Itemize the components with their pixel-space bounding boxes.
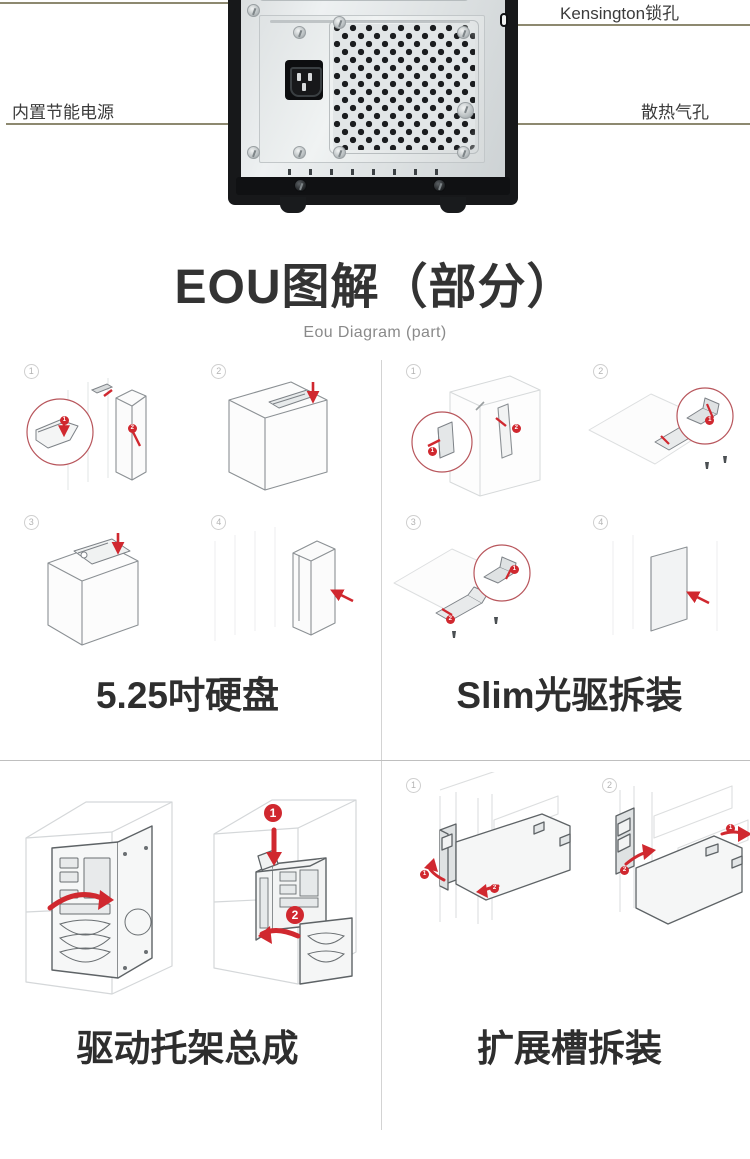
diagram-art [588, 387, 734, 469]
step-number: 3 [405, 514, 421, 530]
section-label-slim-odd: Slim光驱拆装 [456, 674, 683, 716]
diagram-art [612, 534, 718, 635]
step-cell: 1 [390, 360, 562, 515]
step-cell: 3 [8, 511, 180, 666]
callout-line-kensington [508, 24, 750, 26]
callout-badge: 1 [427, 446, 437, 456]
page-title: EOU图解（部分） [174, 261, 576, 314]
callout-badge: 1 [726, 823, 735, 833]
step-cell: 2 [577, 360, 749, 515]
callout-badge: 1 [509, 564, 519, 574]
step-number: 1 [405, 363, 421, 379]
callout-badge: 2 [127, 423, 137, 433]
diagram-art [228, 381, 328, 491]
callout-badge: 1 [59, 415, 69, 425]
ventilation-grille [333, 24, 475, 150]
diagram-art [47, 532, 139, 646]
step-cell: 4 [577, 511, 749, 666]
callout-badge: 1 [705, 415, 715, 425]
step-number: 4 [211, 514, 227, 530]
step-number: 2 [602, 777, 617, 793]
section-label-hdd-525: 5.25吋硬盘 [95, 674, 279, 716]
callout-label-psu: 内置节能电源 [12, 103, 114, 122]
grid-horizontal-divider [0, 759, 750, 761]
step-row-lower: 3 [382, 511, 750, 666]
section-drive-bay: 1 2 驱动托架总成 [0, 772, 375, 1070]
section-label-drive-bay: 驱动托架总成 [76, 1027, 299, 1069]
step-number: 4 [593, 514, 609, 530]
rear-panel-photo-section: 内置节能电源 Kensington锁孔 散热气孔 [0, 0, 750, 228]
step-number: 2 [593, 363, 609, 379]
callout-badge: 2 [511, 423, 521, 433]
diagram-art [26, 377, 147, 490]
kensington-lock-slot [500, 13, 508, 27]
page-title-block: EOU图解（部分） Eou Diagram (part) [0, 228, 750, 342]
callout-badge: 1 [420, 869, 429, 879]
diagram-art [393, 544, 531, 638]
step-cell: 2 [195, 360, 367, 515]
power-socket [285, 60, 323, 100]
callout-badge: 2 [620, 865, 629, 875]
section-hdd-525: 1 [0, 360, 375, 717]
step-row-upper: 1 [0, 360, 375, 515]
step-cell: 4 [195, 511, 367, 666]
callout-line-vents [408, 123, 750, 125]
rear-panel-image [228, 0, 518, 213]
callout-badge: 2 [490, 883, 499, 893]
callout-line-top-partial [0, 2, 236, 4]
callout-badge: 2 [286, 905, 304, 924]
diagram-art [214, 526, 354, 641]
diagram-art-expansion-slot: 1 2 1 2 2 1 [382, 749, 750, 1017]
step-row-upper: 1 [382, 360, 750, 515]
section-slim-odd: 1 [382, 360, 750, 717]
callout-label-kensington: Kensington锁孔 [560, 4, 680, 23]
step-number: 2 [211, 363, 227, 379]
step-row-lower: 3 [0, 511, 375, 666]
callout-badge: 2 [445, 614, 455, 624]
step-cell: 1 [8, 360, 180, 515]
grid-vertical-divider [381, 359, 382, 1130]
callout-badge: 1 [264, 803, 282, 822]
step-number: 1 [23, 363, 39, 379]
step-number: 1 [406, 777, 421, 793]
callout-line-psu [6, 123, 289, 125]
step-number: 3 [23, 514, 39, 530]
callout-label-vents: 散热气孔 [641, 103, 709, 122]
section-expansion-slot: 1 2 1 2 2 1 扩展槽拆装 [382, 749, 750, 1070]
section-label-expansion-slot: 扩展槽拆装 [477, 1027, 662, 1069]
diagram-art-drive-bay: 1 2 [0, 772, 375, 1017]
diagram-art [411, 375, 541, 497]
step-cell: 3 [390, 511, 562, 666]
page-subtitle: Eou Diagram (part) [303, 323, 447, 341]
